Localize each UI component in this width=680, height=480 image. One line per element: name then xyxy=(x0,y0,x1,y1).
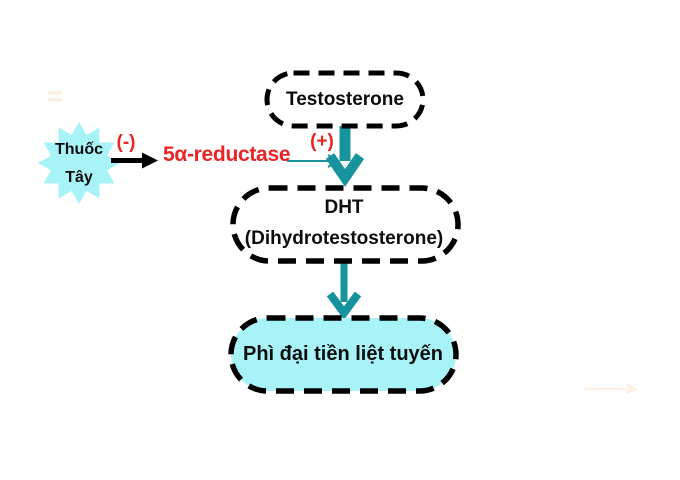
testosterone-label: Testosterone xyxy=(286,88,404,110)
enzyme-label: 5α-reductase xyxy=(163,143,291,166)
dht-label-line2: (Dihydrotestosterone) xyxy=(244,228,444,249)
inhibition-arrow xyxy=(111,152,158,169)
conversion-arrow-testosterone-dht xyxy=(325,126,365,187)
dht-node xyxy=(230,185,461,264)
conversion-arrow-dht-outcome xyxy=(326,262,362,320)
dht-label-line1: DHT xyxy=(324,197,364,218)
dht-label: DHT (Dihydrotestosterone) xyxy=(228,192,460,254)
testosterone-node xyxy=(264,70,426,129)
watermark-arrow xyxy=(585,383,638,395)
watermark-equals-mark xyxy=(48,91,62,102)
drug-starburst xyxy=(38,122,120,204)
outcome-label: Phì đại tiền liệt tuyến xyxy=(242,342,444,365)
drug-label-line2: Tây xyxy=(65,169,93,186)
outcome-node xyxy=(228,315,459,394)
drug-label: Thuốc Tây xyxy=(39,136,119,192)
inhibition-sign-label: (-) xyxy=(116,132,136,153)
promotion-sign-label: (+) xyxy=(310,131,334,152)
drug-label-line1: Thuốc xyxy=(55,141,103,158)
